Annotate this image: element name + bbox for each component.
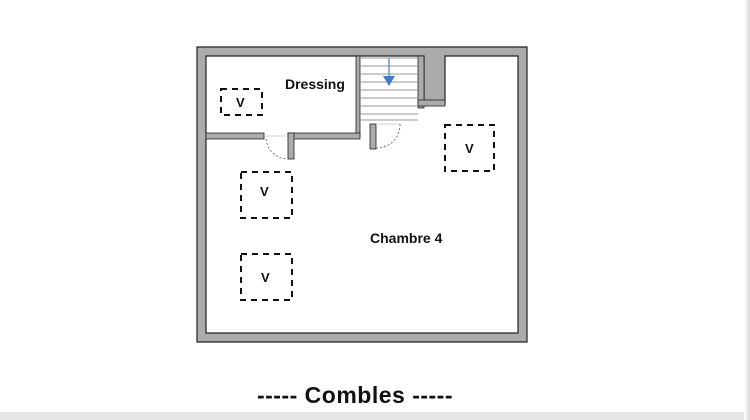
stair-arrow-icon <box>383 58 395 86</box>
dressing-partition <box>205 132 361 160</box>
room-label-dressing: Dressing <box>285 76 345 92</box>
velux-label: V <box>260 184 269 199</box>
dressing-door <box>265 135 289 160</box>
outer-walls <box>196 46 528 343</box>
velux-window: V <box>240 253 293 301</box>
velux-window: V <box>444 124 495 172</box>
velux-label: V <box>261 270 270 285</box>
plan-caption: ----- Combles ----- <box>256 382 453 408</box>
room-label-bedroom: Chambre 4 <box>370 230 443 246</box>
stair-landing <box>369 123 401 150</box>
velux-window: V <box>240 171 293 219</box>
footer-band <box>0 412 750 420</box>
velux-label: V <box>465 141 474 156</box>
velux-label: V <box>236 95 245 110</box>
edge-shadow <box>744 0 750 420</box>
velux-window: V <box>220 88 263 116</box>
